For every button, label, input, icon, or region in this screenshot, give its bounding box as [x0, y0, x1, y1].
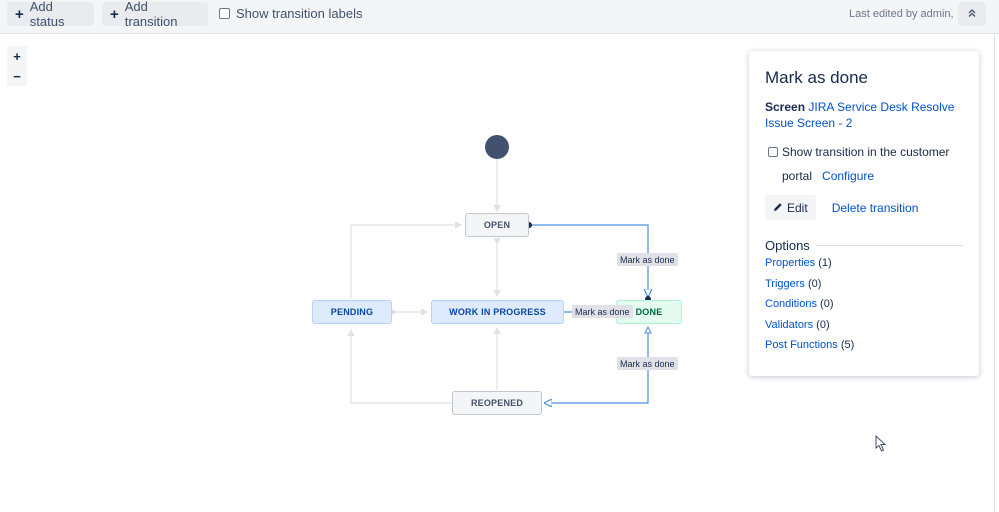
- add-transition-button[interactable]: + Add transition: [102, 0, 208, 29]
- show-transition-labels-checkbox[interactable]: Show transition labels: [219, 6, 362, 21]
- panel-actions: Edit Delete transition: [765, 195, 963, 220]
- screen-info: Screen JIRA Service Desk Resolve Issue S…: [765, 99, 963, 131]
- mouse-cursor-icon: [875, 434, 887, 457]
- option-properties: Properties (1): [765, 253, 963, 274]
- option-link[interactable]: Post Functions: [765, 339, 838, 351]
- options-header: Options: [765, 238, 963, 253]
- double-chevron-up-icon: [967, 7, 977, 21]
- add-status-label: Add status: [29, 0, 65, 29]
- option-triggers: Triggers (0): [765, 274, 963, 295]
- initial-state-node[interactable]: [485, 135, 509, 159]
- divider: [815, 245, 963, 246]
- transition-label-open-done[interactable]: Mark as done: [617, 253, 678, 266]
- status-label: WORK IN PROGRESS: [449, 307, 546, 317]
- edit-button[interactable]: Edit: [765, 195, 816, 220]
- edge-done-reopened: [545, 330, 649, 403]
- portal-text: Show transition in the customer: [782, 145, 950, 159]
- screen-link[interactable]: JIRA Service Desk Resolve Issue Screen -…: [765, 100, 955, 130]
- last-edited-text: Last edited by admin,: [849, 8, 954, 20]
- zoom-controls: + −: [7, 46, 27, 86]
- status-label: REOPENED: [470, 398, 524, 408]
- status-label: DONE: [635, 307, 663, 317]
- status-label: PENDING: [330, 307, 374, 317]
- screen-label: Screen: [765, 100, 806, 114]
- status-node-reopened[interactable]: REOPENED: [452, 391, 542, 415]
- plus-icon: +: [15, 5, 24, 23]
- delete-transition-link[interactable]: Delete transition: [831, 200, 919, 215]
- arrow-up-done: [644, 325, 652, 334]
- status-node-pending[interactable]: PENDING: [312, 300, 392, 324]
- transition-label-wip-done[interactable]: Mark as done: [572, 305, 633, 318]
- option-link[interactable]: Validators: [765, 318, 814, 331]
- scrollbar[interactable]: [994, 34, 995, 512]
- option-count: (5): [840, 339, 855, 351]
- add-transition-label: Add transition: [124, 0, 178, 29]
- edge-reopened-pending: [347, 328, 452, 404]
- transition-details-panel: Mark as done Screen JIRA Service Desk Re…: [749, 51, 979, 376]
- add-status-button[interactable]: + Add status: [7, 0, 94, 29]
- plus-icon: +: [110, 5, 119, 23]
- status-node-work-in-progress[interactable]: WORK IN PROGRESS: [431, 300, 564, 324]
- status-node-open[interactable]: OPEN: [465, 213, 529, 237]
- portal-option: Show transition in the customer portal C…: [765, 142, 963, 186]
- pencil-icon: [773, 201, 783, 215]
- toolbar: + Add status + Add transition Show trans…: [0, 0, 999, 34]
- option-link[interactable]: Properties: [765, 257, 816, 269]
- status-label: OPEN: [483, 220, 511, 230]
- option-count: (1): [818, 257, 832, 269]
- options-heading: Options: [765, 238, 810, 253]
- option-link[interactable]: Conditions: [765, 298, 817, 310]
- portal-checkbox[interactable]: [768, 147, 778, 157]
- edge-pending-open: [350, 221, 463, 298]
- option-count: (0): [808, 277, 822, 290]
- option-count: (0): [820, 298, 834, 310]
- option-count: (0): [816, 318, 830, 331]
- option-post-functions: Post Functions (5): [765, 335, 963, 356]
- zoom-in-button[interactable]: +: [13, 48, 21, 64]
- option-validators: Validators (0): [765, 315, 963, 336]
- option-link[interactable]: Triggers: [765, 277, 805, 290]
- panel-title: Mark as done: [765, 68, 868, 87]
- option-conditions: Conditions (0): [765, 294, 963, 315]
- edit-label: Edit: [787, 200, 808, 215]
- checkbox-icon[interactable]: [219, 8, 230, 19]
- collapse-button[interactable]: [958, 2, 986, 26]
- show-transition-labels-label: Show transition labels: [236, 6, 363, 21]
- configure-link[interactable]: Configure: [822, 169, 875, 183]
- portal-text-2: portal: [782, 169, 813, 183]
- zoom-out-button[interactable]: −: [13, 68, 21, 84]
- transition-label-reopened-done[interactable]: Mark as done: [617, 357, 678, 370]
- edge-open-done: [529, 224, 648, 296]
